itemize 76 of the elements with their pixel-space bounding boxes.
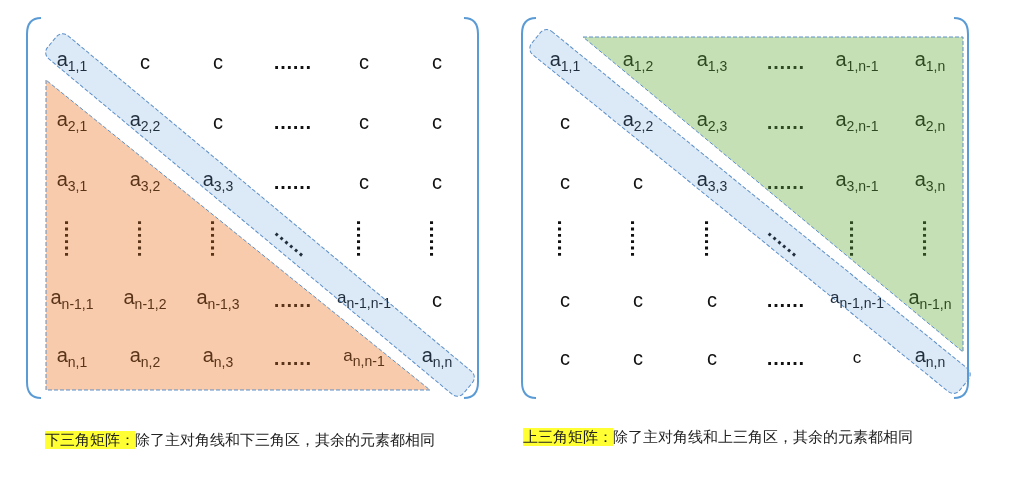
diagonal-ellipsis: …… xyxy=(270,219,314,261)
vertical-ellipsis: …… xyxy=(846,219,868,257)
matrix-element: a$_{n,2}$ xyxy=(129,343,161,372)
matrix-element: a$_{n,3}$ xyxy=(202,343,234,372)
matrix-element: a$_{1,2}$ xyxy=(622,47,654,76)
matrix-element: a$_{3,2}$ xyxy=(129,167,161,196)
matrix-element: c xyxy=(359,171,369,193)
matrix-element: c xyxy=(633,171,643,193)
horizontal-ellipsis: …… xyxy=(766,111,804,133)
matrix-element: a$_{n-1,n}$ xyxy=(908,285,952,314)
horizontal-ellipsis: …… xyxy=(766,289,804,311)
horizontal-ellipsis: …… xyxy=(273,289,311,311)
matrix-element: c xyxy=(633,289,643,311)
matrix-element: a$_{n-1,1}$ xyxy=(50,285,94,314)
matrix-element: c xyxy=(560,111,570,133)
horizontal-ellipsis: …… xyxy=(273,171,311,193)
horizontal-ellipsis: …… xyxy=(766,171,804,193)
matrix-element: a$_{3,n-1}$ xyxy=(835,167,879,196)
vertical-ellipsis: …… xyxy=(426,219,448,257)
matrix-element: a$_{2,2}$ xyxy=(622,107,654,136)
highlighted-term: 上三角矩阵： xyxy=(523,428,613,446)
matrix-element: a$_{3,n}$ xyxy=(914,167,946,196)
matrix-element: a$_{1,3}$ xyxy=(696,47,728,76)
definition-text: 除了主对角线和下三角区，其余的元素都相同 xyxy=(135,431,435,449)
matrix-element: c xyxy=(707,347,717,369)
matrix-element: a$_{1,n}$ xyxy=(914,47,946,76)
matrix-element: a$_{1,n-1}$ xyxy=(835,47,879,76)
matrix-element: c xyxy=(140,51,150,73)
matrix-element: c xyxy=(213,111,223,133)
matrix-element: a$_{3,3}$ xyxy=(202,167,234,196)
matrix-element: c xyxy=(432,111,442,133)
vertical-ellipsis: …… xyxy=(207,219,229,257)
matrix-element: c xyxy=(707,289,717,311)
horizontal-ellipsis: …… xyxy=(273,347,311,369)
matrix-element: a$_{n,n}$ xyxy=(914,343,946,372)
horizontal-ellipsis: …… xyxy=(766,347,804,369)
matrix-element: a$_{3,1}$ xyxy=(56,167,88,196)
highlighted-term: 下三角矩阵： xyxy=(45,431,135,449)
matrix-element: a$_{2,2}$ xyxy=(129,107,161,136)
vertical-ellipsis: …… xyxy=(554,219,576,257)
matrix-element: a$_{n-1,n-1}$ xyxy=(337,286,391,313)
vertical-ellipsis: …… xyxy=(353,219,375,257)
matrix-element: c xyxy=(633,347,643,369)
matrix-element: c xyxy=(213,51,223,73)
matrix-element: a$_{1,1}$ xyxy=(56,47,88,76)
matrix-element: a$_{1,1}$ xyxy=(549,47,581,76)
matrix-element: c xyxy=(560,171,570,193)
matrix-element: c xyxy=(359,111,369,133)
matrix-element: c xyxy=(560,289,570,311)
matrix-element: a$_{n,n-1}$ xyxy=(343,344,385,371)
matrix-element: a$_{n-1,n-1}$ xyxy=(830,286,884,313)
vertical-ellipsis: …… xyxy=(61,219,83,257)
matrix-element: a$_{2,n-1}$ xyxy=(835,107,879,136)
matrix-element: c xyxy=(560,347,570,369)
vertical-ellipsis: …… xyxy=(134,219,156,257)
vertical-ellipsis: …… xyxy=(701,219,723,257)
matrix-element: c xyxy=(852,347,862,369)
matrix-element: c xyxy=(432,171,442,193)
definition-text: 除了主对角线和上三角区，其余的元素都相同 xyxy=(613,428,913,446)
matrix-element: c xyxy=(432,289,442,311)
matrix-element: a$_{2,n}$ xyxy=(914,107,946,136)
vertical-ellipsis: …… xyxy=(627,219,649,257)
horizontal-ellipsis: …… xyxy=(766,51,804,73)
matrix-element: a$_{n-1,2}$ xyxy=(123,285,167,314)
matrix-element: a$_{n-1,3}$ xyxy=(196,285,240,314)
vertical-ellipsis: …… xyxy=(919,219,941,257)
horizontal-ellipsis: …… xyxy=(273,111,311,133)
matrix-element: a$_{n,1}$ xyxy=(56,343,88,372)
matrix-element: a$_{2,3}$ xyxy=(696,107,728,136)
matrix-element: a$_{n,n}$ xyxy=(421,343,453,372)
matrix-element: a$_{2,1}$ xyxy=(56,107,88,136)
diagonal-ellipsis: …… xyxy=(763,219,807,261)
matrix-element: a$_{3,3}$ xyxy=(696,167,728,196)
matrix-element: c xyxy=(359,51,369,73)
horizontal-ellipsis: …… xyxy=(273,51,311,73)
matrix-element: c xyxy=(432,51,442,73)
